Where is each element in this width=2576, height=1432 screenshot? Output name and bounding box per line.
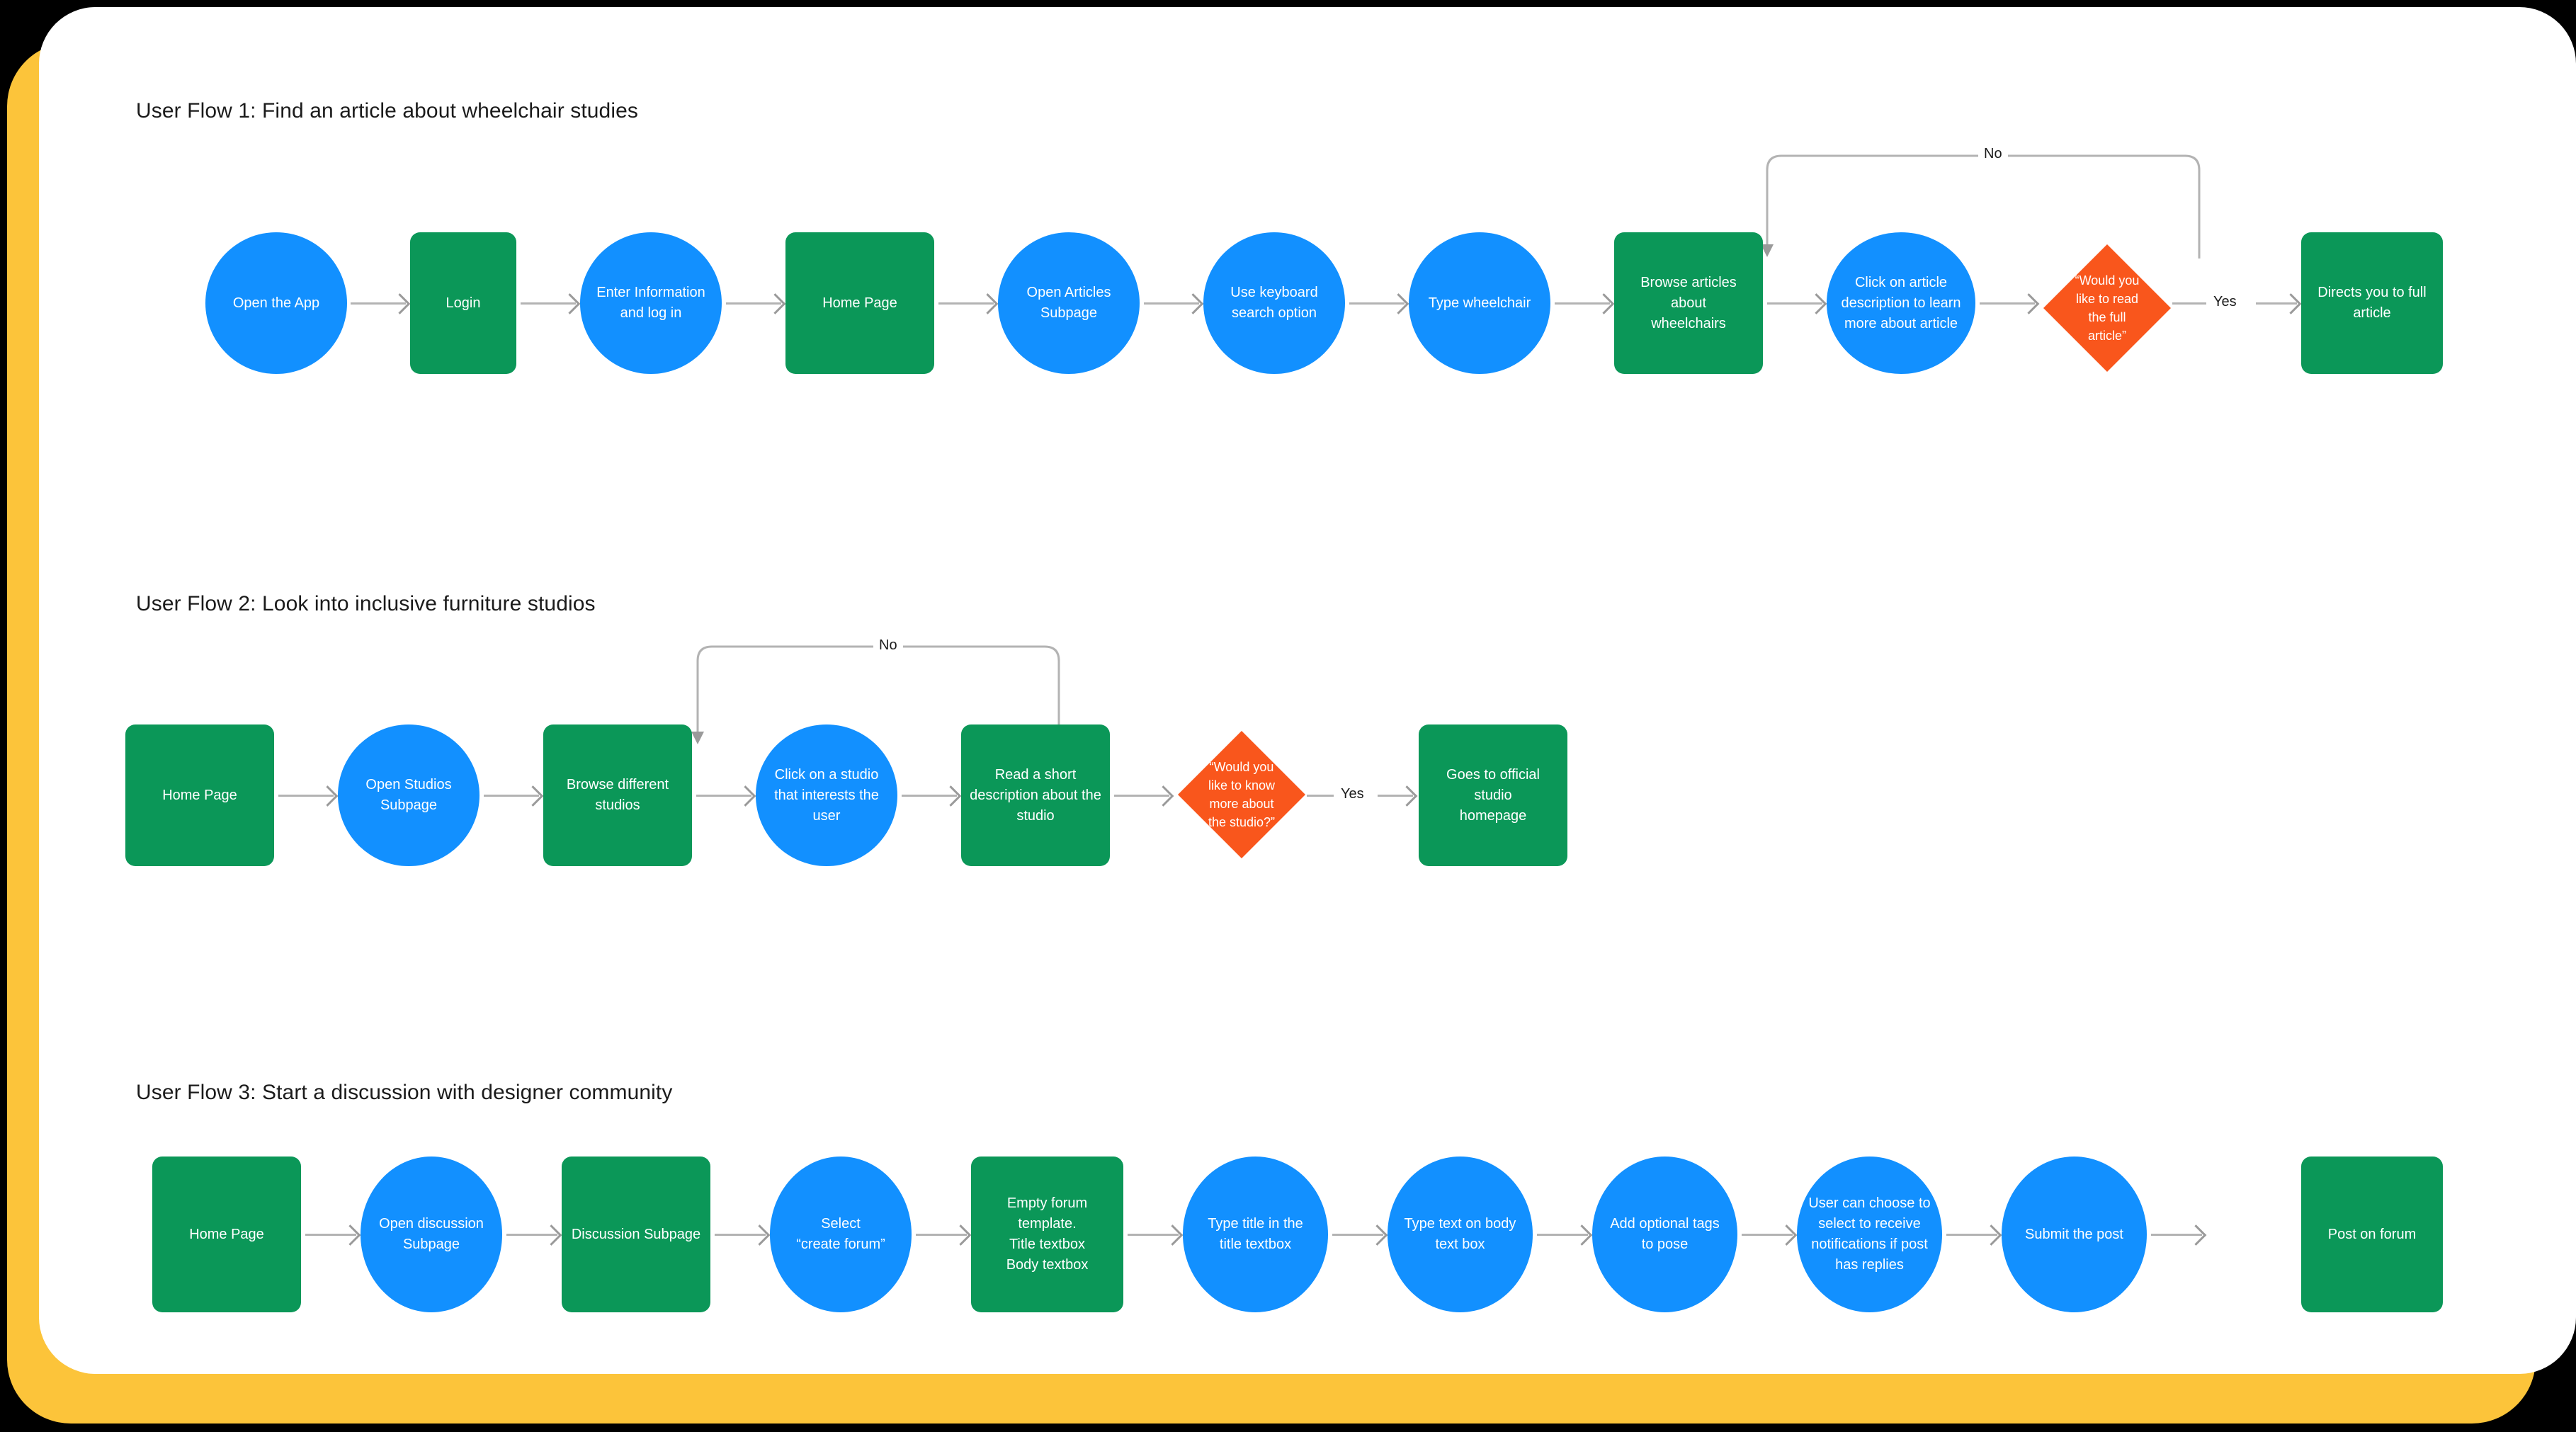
- flow-3-node-submit-the-post[interactable]: Submit the post: [2002, 1157, 2147, 1312]
- flow-1-node-click-on-article-description[interactable]: Click on article description to learn mo…: [1827, 232, 1975, 374]
- flow-3-node-type-body-text[interactable]: Type text on body text box: [1388, 1157, 1533, 1312]
- node-label: Browse articles about wheelchairs: [1640, 274, 1737, 331]
- node-label: Empty forum template. Title textbox Body…: [1006, 1195, 1089, 1273]
- node-label: Directs you to full article: [2317, 285, 2427, 321]
- flow-1-connector-yes-a: [2172, 302, 2206, 305]
- flow-3-title: User Flow 3: Start a discussion with des…: [136, 1081, 673, 1104]
- node-label: Open Studios Subpage: [365, 777, 452, 813]
- flow-2-connector-5: [1114, 795, 1169, 797]
- flow-2-node-official-studio-homepage[interactable]: Goes to official studio homepage: [1419, 724, 1567, 866]
- node-label: Open Articles Subpage: [1026, 285, 1111, 321]
- node-label: Open discussion Subpage: [379, 1216, 484, 1252]
- flow-1-node-login[interactable]: Login: [410, 232, 516, 374]
- flow-3-connector-6: [1332, 1234, 1383, 1236]
- node-label: Type title in the title textbox: [1208, 1216, 1303, 1252]
- node-label: Use keyboard search option: [1230, 285, 1318, 321]
- node-label: “Would you like to know more about the s…: [1208, 759, 1276, 830]
- flow-1-node-type-wheelchair[interactable]: Type wheelchair: [1409, 232, 1550, 374]
- flow-2-connector-yes-b: [1378, 795, 1413, 797]
- flow-3-connector-8: [1742, 1234, 1793, 1236]
- node-label: User can choose to select to receive not…: [1808, 1195, 1931, 1273]
- flow-1-connector-6: [1349, 302, 1405, 305]
- node-label: Open the App: [232, 295, 320, 311]
- flow-1-connector-8: [1767, 302, 1822, 305]
- flow-3-node-post-on-forum[interactable]: Post on forum: [2301, 1157, 2443, 1312]
- flow-2-node-open-studios-subpage[interactable]: Open Studios Subpage: [338, 724, 480, 866]
- flow-3-connector-10: [2151, 1234, 2202, 1236]
- flow-3-node-empty-forum-template[interactable]: Empty forum template. Title textbox Body…: [971, 1157, 1123, 1312]
- flow-2-title: User Flow 2: Look into inclusive furnitu…: [136, 592, 596, 615]
- node-label: Submit the post: [2025, 1226, 2123, 1242]
- node-label: Goes to official studio homepage: [1446, 766, 1540, 824]
- node-label: Post on forum: [2327, 1226, 2417, 1242]
- flow-2-yes-label: Yes: [1335, 786, 1370, 802]
- flow-1-node-home-page[interactable]: Home Page: [785, 232, 934, 374]
- flow-1-node-open-the-app[interactable]: Open the App: [205, 232, 347, 374]
- flow-1-node-directs-you-to-full-article[interactable]: Directs you to full article: [2301, 232, 2443, 374]
- flow-1-node-enter-information[interactable]: Enter Information and log in: [580, 232, 722, 374]
- node-label: Home Page: [162, 787, 237, 803]
- flow-1-no-label: No: [1978, 146, 2008, 162]
- flow-3-node-open-discussion-subpage[interactable]: Open discussion Subpage: [361, 1157, 502, 1312]
- flow-3-connector-3: [715, 1234, 766, 1236]
- flow-1-node-use-keyboard-search[interactable]: Use keyboard search option: [1203, 232, 1345, 374]
- flow-1-decision-read-full-article[interactable]: “Would you like to read the full article…: [2043, 244, 2171, 372]
- flow-1-yes-label: Yes: [2208, 294, 2242, 310]
- node-label: Discussion Subpage: [571, 1226, 701, 1242]
- flow-2-connector-3: [696, 795, 751, 797]
- node-label: Login: [446, 295, 481, 311]
- flow-1-connector-7: [1555, 302, 1610, 305]
- node-label: Select “create forum”: [796, 1216, 885, 1252]
- flow-1-connector-2: [521, 302, 576, 305]
- node-label: Add optional tags to pose: [1610, 1216, 1720, 1252]
- flow-3-node-select-create-forum[interactable]: Select “create forum”: [770, 1157, 912, 1312]
- flow-3-node-type-title[interactable]: Type title in the title textbox: [1183, 1157, 1328, 1312]
- node-label: Type wheelchair: [1428, 295, 1531, 311]
- flow-2-decision-know-more-about-studio[interactable]: “Would you like to know more about the s…: [1178, 731, 1305, 858]
- node-label: “Would you like to read the full article…: [2075, 273, 2140, 343]
- flow-2-node-click-on-a-studio[interactable]: Click on a studio that interests the use…: [756, 724, 897, 866]
- node-label: Home Page: [822, 295, 897, 311]
- flow-1-connector-9: [1980, 302, 2035, 305]
- flow-3-connector-1: [305, 1234, 356, 1236]
- flow-2-node-home-page[interactable]: Home Page: [125, 724, 274, 866]
- whiteboard-canvas: User Flow 1: Find an article about wheel…: [39, 7, 2576, 1374]
- flow-2-node-read-short-description[interactable]: Read a short description about the studi…: [961, 724, 1110, 866]
- node-label: Browse different studios: [566, 777, 669, 813]
- flow-2-connector-1: [278, 795, 334, 797]
- flow-2-node-browse-different-studios[interactable]: Browse different studios: [543, 724, 692, 866]
- flow-1-connector-3: [726, 302, 781, 305]
- node-label: Type text on body text box: [1404, 1216, 1516, 1252]
- flow-2-connector-yes-a: [1307, 795, 1334, 797]
- flow-2-no-label: No: [873, 637, 903, 654]
- flow-3-connector-9: [1946, 1234, 1997, 1236]
- flow-3-node-discussion-subpage[interactable]: Discussion Subpage: [562, 1157, 710, 1312]
- flow-1-node-browse-articles[interactable]: Browse articles about wheelchairs: [1614, 232, 1763, 374]
- flow-3-connector-4: [916, 1234, 967, 1236]
- flow-2-connector-2: [484, 795, 539, 797]
- flow-3-node-add-optional-tags[interactable]: Add optional tags to pose: [1592, 1157, 1737, 1312]
- node-label: Click on article description to learn mo…: [1841, 274, 1961, 331]
- node-label: Home Page: [189, 1226, 264, 1242]
- node-label: Read a short description about the studi…: [970, 766, 1101, 824]
- flow-1-connector-yes-b: [2256, 302, 2297, 305]
- flow-1-node-open-articles-subpage[interactable]: Open Articles Subpage: [998, 232, 1140, 374]
- flow-3-node-choose-notifications[interactable]: User can choose to select to receive not…: [1797, 1157, 1942, 1312]
- flow-1-title: User Flow 1: Find an article about wheel…: [136, 99, 638, 123]
- flow-1-connector-1: [351, 302, 406, 305]
- node-label: Click on a studio that interests the use…: [774, 766, 879, 824]
- flow-3-connector-2: [506, 1234, 557, 1236]
- flow-3-node-home-page[interactable]: Home Page: [152, 1157, 301, 1312]
- flow-3-connector-7: [1537, 1234, 1588, 1236]
- flow-2-connector-4: [902, 795, 957, 797]
- flow-1-connector-4: [938, 302, 994, 305]
- node-label: Enter Information and log in: [596, 285, 705, 321]
- flow-3-connector-5: [1128, 1234, 1179, 1236]
- flow-1-connector-5: [1144, 302, 1199, 305]
